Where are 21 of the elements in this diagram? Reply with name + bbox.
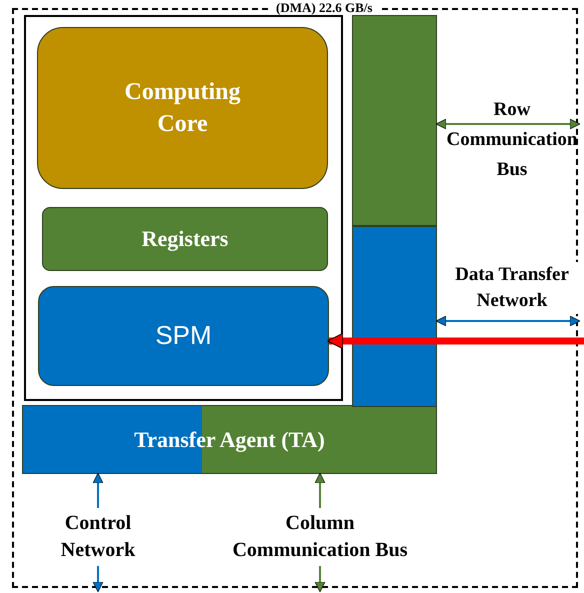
- core-box: [37, 27, 328, 189]
- bar: [352, 15, 437, 226]
- node-label: Transfer Agent (TA): [134, 426, 325, 454]
- agent-bar: [22, 405, 437, 474]
- node-label: Control Network: [60, 511, 136, 563]
- arrow: [314, 566, 326, 592]
- edge-label: Row Communication Bus: [446, 98, 578, 182]
- node-label: Computing Core: [123, 78, 242, 139]
- node-label: Column Communication Bus: [231, 511, 409, 563]
- thick-arrow: [327, 332, 584, 350]
- memory-box: [38, 286, 329, 386]
- arrow: [92, 472, 104, 508]
- arrow: [314, 472, 326, 508]
- node-label: SPM: [155, 319, 212, 352]
- bar: [352, 226, 437, 407]
- arrow: [436, 118, 580, 130]
- register-box: [42, 207, 328, 271]
- arrow: [436, 316, 580, 326]
- arrow: [92, 566, 104, 592]
- node-label: Registers: [142, 225, 228, 254]
- heading-text: (DMA) 22.6 GB/s: [270, 0, 378, 15]
